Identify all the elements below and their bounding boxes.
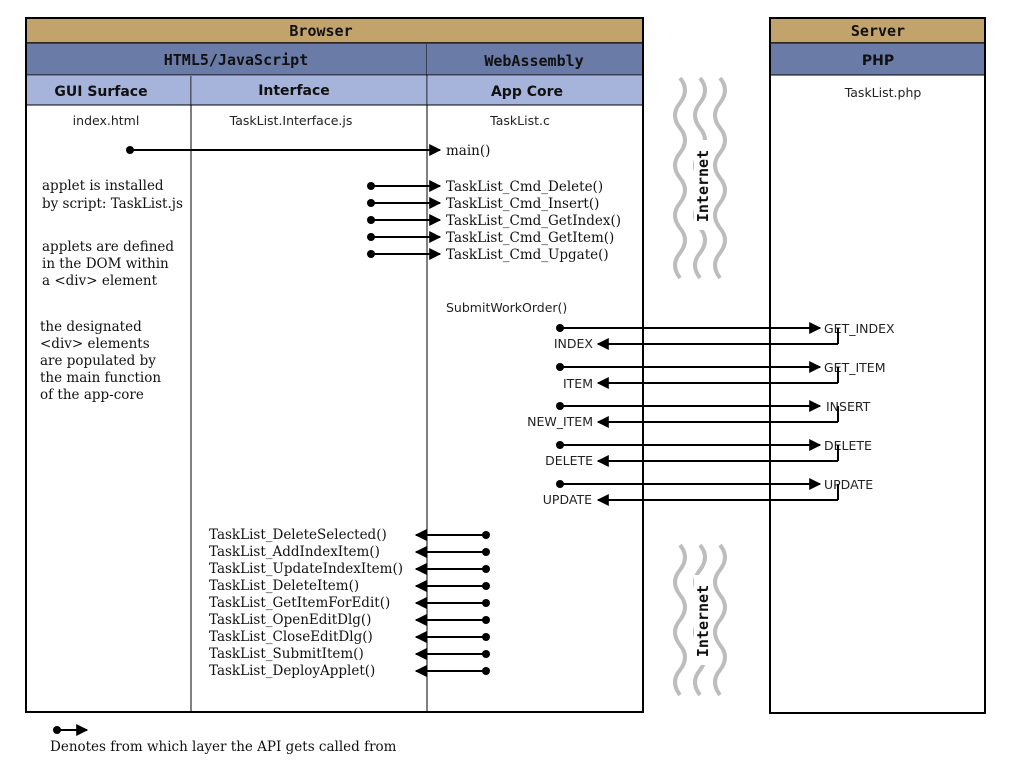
interface-func-label: TaskList_UpdateIndexItem() <box>209 561 403 577</box>
request-label: UPDATE <box>824 477 873 492</box>
exchanges: GET_INDEX INDEX GET_ITEM ITEM INSERT NEW… <box>527 321 895 507</box>
core-column-label: App Core <box>491 84 563 100</box>
response-label: ITEM <box>563 376 593 391</box>
interface-func: TaskList_DeleteItem() <box>209 578 490 594</box>
interface-func-label: TaskList_DeleteItem() <box>209 578 359 594</box>
browser-header <box>27 19 642 43</box>
interface-column-label: Interface <box>258 83 330 99</box>
response-label: INDEX <box>554 336 594 351</box>
server-header <box>771 19 984 43</box>
note-line: the main function <box>40 370 161 386</box>
note-line: a <div> element <box>42 273 158 289</box>
gui-column-label: GUI Surface <box>54 84 147 100</box>
request-label: GET_INDEX <box>824 321 895 336</box>
legend: Denotes from which layer the API gets ca… <box>50 724 397 755</box>
interface-func-label: TaskList_OpenEditDlg() <box>209 612 371 628</box>
gui-file: index.html <box>73 113 140 128</box>
interface-functions: TaskList_DeleteSelected() TaskList_AddIn… <box>209 527 490 679</box>
core-cmd: TaskList_Cmd_Upgate() <box>367 247 609 263</box>
server-title: Server <box>851 22 905 40</box>
browser-panel: Browser HTML5/JavaScript WebAssembly GUI… <box>25 17 644 713</box>
interface-func: TaskList_GetItemForEdit() <box>209 595 490 611</box>
core-cmd: TaskList_Cmd_GetIndex() <box>367 213 621 229</box>
core-commands: TaskList_Cmd_Delete() TaskList_Cmd_Inser… <box>367 179 621 263</box>
interface-func: TaskList_DeployApplet() <box>209 663 490 679</box>
response-label: DELETE <box>545 453 593 468</box>
interface-func-label: TaskList_AddIndexItem() <box>209 544 380 560</box>
note-dom: applets are defined in the DOM within a … <box>42 239 174 289</box>
wasm-label: WebAssembly <box>484 52 583 70</box>
request-label: DELETE <box>824 438 872 453</box>
note-line: applet is installed <box>42 178 164 194</box>
internet-top: Internet <box>673 76 727 280</box>
interface-func: TaskList_DeleteSelected() <box>209 527 490 543</box>
request-label: INSERT <box>826 399 871 414</box>
note-line: <div> elements <box>40 336 150 352</box>
php-header <box>771 44 984 75</box>
interface-func-label: TaskList_DeployApplet() <box>209 663 375 679</box>
exchange: INSERT NEW_ITEM <box>527 399 871 429</box>
interface-func-label: TaskList_GetItemForEdit() <box>209 595 390 611</box>
interface-func-label: TaskList_CloseEditDlg() <box>209 629 373 645</box>
note-line: by script: TaskList.js <box>42 196 183 212</box>
interface-file: TaskList.Interface.js <box>229 113 353 128</box>
response-label: NEW_ITEM <box>527 414 593 429</box>
internet-label-top: Internet <box>694 150 712 222</box>
php-label: PHP <box>862 53 894 69</box>
exchange: GET_ITEM ITEM <box>556 360 885 391</box>
main-call-label: main() <box>446 143 490 159</box>
legend-text: Denotes from which layer the API gets ca… <box>50 739 397 755</box>
interface-func: TaskList_SubmitItem() <box>209 646 490 662</box>
note-populate: the designated <div> elements are popula… <box>40 319 161 403</box>
main-call: main() <box>126 143 490 159</box>
note-line: applets are defined <box>42 239 174 255</box>
html-js-label: HTML5/JavaScript <box>164 51 309 69</box>
interface-column-header <box>192 76 427 105</box>
submit-work-order-label: SubmitWorkOrder() <box>446 300 567 315</box>
html-js-header <box>27 44 427 75</box>
note-line: of the app-core <box>40 387 144 403</box>
server-file: TaskList.php <box>844 85 922 100</box>
internet-label-bottom: Internet <box>694 585 712 657</box>
core-cmd-label: TaskList_Cmd_GetItem() <box>446 230 614 246</box>
internet-bottom: Internet <box>673 543 727 697</box>
core-cmd-label: TaskList_Cmd_Insert() <box>446 196 599 212</box>
interface-func: TaskList_UpdateIndexItem() <box>209 561 490 577</box>
exchange: DELETE DELETE <box>545 438 872 468</box>
core-column-header <box>428 76 642 105</box>
interface-func: TaskList_OpenEditDlg() <box>209 612 490 628</box>
note-install: applet is installed by script: TaskList.… <box>42 178 183 212</box>
exchange: UPDATE UPDATE <box>543 477 874 507</box>
note-line: in the DOM within <box>42 256 169 272</box>
browser-title: Browser <box>289 22 352 40</box>
core-cmd: TaskList_Cmd_Delete() <box>367 179 603 195</box>
interface-func: TaskList_AddIndexItem() <box>209 544 490 560</box>
interface-func: TaskList_CloseEditDlg() <box>209 629 490 645</box>
note-line: are populated by <box>40 353 156 369</box>
request-label: GET_ITEM <box>824 360 885 375</box>
core-cmd-label: TaskList_Cmd_Upgate() <box>446 247 609 263</box>
interface-func-label: TaskList_DeleteSelected() <box>209 527 387 543</box>
server-panel: Server PHP TaskList.php <box>769 17 986 714</box>
interface-func-label: TaskList_SubmitItem() <box>209 646 364 662</box>
note-line: the designated <box>40 319 142 335</box>
gui-column-header <box>27 76 191 105</box>
response-label: UPDATE <box>543 492 592 507</box>
core-cmd: TaskList_Cmd_Insert() <box>367 196 599 212</box>
exchange: GET_INDEX INDEX <box>554 321 895 351</box>
core-cmd-label: TaskList_Cmd_GetIndex() <box>446 213 621 229</box>
core-cmd: TaskList_Cmd_GetItem() <box>367 230 614 246</box>
core-file: TaskList.c <box>489 113 550 128</box>
core-cmd-label: TaskList_Cmd_Delete() <box>446 179 603 195</box>
wasm-header <box>428 44 642 75</box>
